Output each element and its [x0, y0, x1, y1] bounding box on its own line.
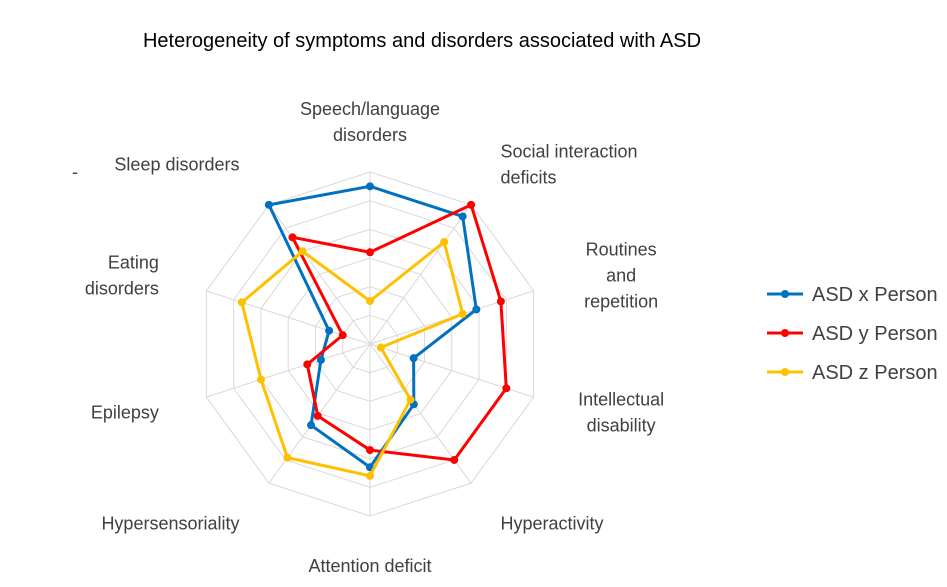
data-point-asd-z-person-routines-and-repetition [458, 309, 467, 318]
axis-label-hypersensoriality: Hypersensoriality [101, 514, 239, 534]
data-point-asd-x-person-social-interaction-deficits [458, 212, 467, 221]
legend-label-asd-x-person: ASD x Person [812, 284, 938, 306]
axis-label-line: repetition [584, 291, 658, 311]
axis-label-line: Routines [586, 239, 657, 259]
chart-title: Heterogeneity of symptoms and disorders … [143, 30, 701, 52]
data-point-asd-y-person-attention-deficit [366, 446, 374, 455]
axis-label-speech-language-disorders: Speech/language disorders [300, 99, 440, 145]
axis-label-line: disorders [333, 125, 407, 145]
data-point-asd-x-person-routines-and-repetition [472, 305, 481, 314]
axis-label-line: disability [587, 416, 656, 436]
legend-label-asd-y-person: ASD y Person [812, 323, 938, 345]
legend-item-asd-y-person: ASD y Person [767, 323, 938, 345]
legend-item-asd-z-person: ASD z Person [767, 362, 938, 384]
spoke-social-interaction-deficits [369, 204, 472, 345]
axis-label-line: Epilepsy [91, 403, 159, 423]
data-point-asd-x-person-hypersensoriality [307, 421, 316, 430]
axis-label-line: Sleep disorders [114, 154, 239, 174]
spoke-sleep-disorders [268, 204, 371, 345]
data-point-asd-y-person-eating-disorders [338, 331, 347, 340]
data-point-asd-z-person-social-interaction-deficits [440, 237, 449, 246]
data-point-asd-x-person-sleep-disorders [264, 200, 273, 209]
data-point-asd-z-person-speech-language-disorders [366, 297, 374, 305]
axis-label-hyperactivity: Hyperactivity [500, 514, 603, 534]
data-point-asd-y-person-intellectual-disability [502, 384, 511, 393]
axis-label-routines-and-repetition: Routines and repetition [584, 239, 658, 311]
series-layer [237, 182, 511, 480]
legend-swatch-marker [781, 329, 789, 337]
data-point-asd-x-person-intellectual-disability [409, 354, 418, 363]
axis-label-line: Intellectual [578, 390, 664, 410]
series-asd-y-person [288, 200, 511, 464]
data-point-asd-y-person-speech-language-disorders [366, 248, 374, 257]
legend-swatch-marker [781, 290, 789, 298]
axis-label-epilepsy: Epilepsy [91, 403, 159, 423]
axis-label-line: Attention deficit [308, 556, 431, 576]
data-point-asd-x-person-speech-language-disorders [366, 182, 374, 191]
axis-label-attention-deficit: Attention deficit [308, 556, 431, 576]
axis-label-intellectual-disability: Intellectual disability [578, 390, 664, 436]
data-point-asd-z-person-attention-deficit [366, 471, 374, 480]
data-point-asd-y-person-hyperactivity [450, 455, 459, 464]
series-asd-z-person [237, 237, 467, 480]
data-point-asd-x-person-epilepsy [316, 355, 325, 364]
data-point-asd-y-person-sleep-disorders [288, 233, 297, 242]
legend-item-asd-x-person: ASD x Person [767, 284, 938, 306]
axis-label-social-interaction-deficits: Social interaction deficits [500, 141, 637, 187]
data-point-asd-y-person-routines-and-repetition [496, 297, 505, 306]
axis-label-sleep-disorders: Sleep disorders [114, 154, 239, 174]
data-point-asd-z-person-hypersensoriality [283, 453, 292, 462]
stray-tick-mark: - [72, 162, 78, 182]
data-point-asd-y-person-hypersensoriality [313, 411, 322, 420]
axis-label-line: and [606, 265, 636, 285]
spoke-epilepsy [206, 343, 371, 398]
data-point-asd-x-person-eating-disorders [325, 326, 334, 335]
axis-label-line: deficits [500, 167, 556, 187]
data-point-asd-y-person-epilepsy [303, 360, 312, 369]
data-point-asd-z-person-eating-disorders [237, 298, 246, 307]
data-point-asd-z-person-hyperactivity [406, 395, 415, 404]
data-point-asd-y-person-social-interaction-deficits [467, 200, 476, 209]
series-asd-x-person [264, 182, 481, 472]
data-point-asd-z-person-epilepsy [256, 375, 265, 384]
series-line-asd-z-person [240, 240, 465, 478]
axis-label-line: Hypersensoriality [101, 514, 239, 534]
series-line-asd-x-person [267, 184, 478, 469]
axis-label-line: Speech/language [300, 99, 440, 119]
axis-label-eating-disorders: Eating disorders [85, 252, 159, 298]
axis-label-line: Eating [108, 252, 159, 272]
legend-swatch-marker [781, 368, 789, 376]
data-point-asd-z-person-intellectual-disability [376, 343, 385, 352]
legend-label-asd-z-person: ASD z Person [812, 362, 938, 384]
axis-label-line: Hyperactivity [500, 514, 603, 534]
data-point-asd-z-person-sleep-disorders [298, 247, 307, 256]
axis-label-line: Social interaction [500, 141, 637, 161]
axis-label-line: disorders [85, 278, 159, 298]
